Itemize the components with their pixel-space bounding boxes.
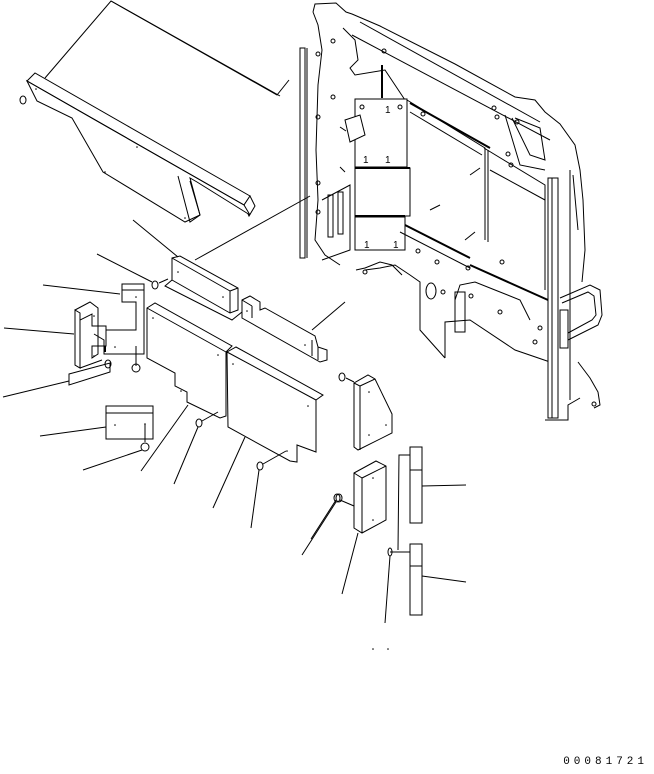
small-plate-pad	[105, 405, 154, 442]
vertical-strip-lower	[390, 543, 423, 616]
bolt-icon	[315, 38, 543, 345]
cab-frame: 1 1 1 1 1	[299, 2, 603, 421]
roof-pad	[19, 0, 290, 223]
c-bracket-pad	[74, 301, 107, 369]
bar-pad-stepped	[241, 295, 328, 363]
bar-pad-upper	[164, 255, 243, 321]
large-panel-right	[226, 346, 324, 463]
leader-lines	[2, 0, 467, 650]
svg-text:1: 1	[385, 155, 391, 166]
document-number: 00081721	[563, 756, 648, 768]
svg-text:1: 1	[385, 105, 391, 116]
l-pad	[103, 283, 145, 366]
side-pad-angled	[353, 374, 393, 451]
clip-icon	[19, 95, 27, 105]
vertical-strip-upper	[397, 446, 423, 551]
svg-text:1: 1	[364, 240, 370, 251]
svg-text:1: 1	[363, 155, 369, 166]
svg-text:1: 1	[393, 240, 399, 251]
large-panel-left	[146, 302, 233, 419]
strip-pad	[68, 362, 111, 386]
side-pad-box	[353, 460, 387, 534]
